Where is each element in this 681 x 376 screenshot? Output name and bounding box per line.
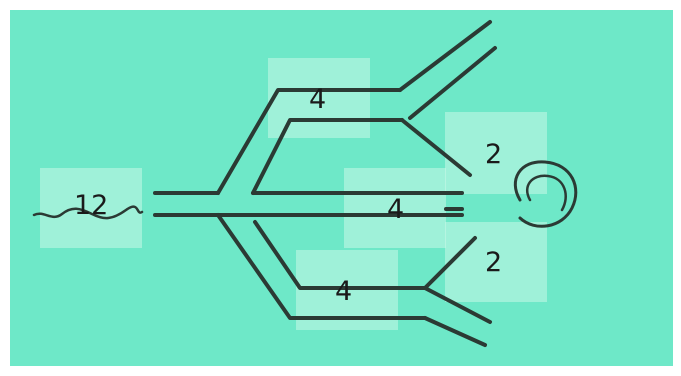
label-lower-right: 2 [485,247,503,278]
label-middle-branch: 4 [387,194,405,225]
label-upper-right: 2 [485,139,503,170]
label-inlet: 12 [74,190,109,221]
label-box-lower-right [445,222,547,302]
label-box-inlet [40,168,142,248]
label-box-middle-branch [344,168,446,248]
lower-branch-y-arm-2 [423,316,487,347]
upper-branch-inner [251,118,404,195]
label-box-upper-branch [268,58,370,138]
upper-branch-y-arm-2 [408,46,497,120]
loop-inner [525,174,567,212]
lower-branch-outer [216,213,427,320]
label-lower-branch: 4 [335,276,353,307]
upper-branch-converge [400,118,472,177]
label-upper-branch: 4 [309,84,327,115]
loop-outer [513,160,578,228]
channel-lines [32,20,578,347]
lower-branch-y-arm [423,286,492,324]
upper-branch-y-arm [398,20,492,92]
inlet-squiggle [32,205,144,220]
lower-branch-converge [423,236,477,290]
upper-branch-outer [216,88,402,195]
lower-branch-inner [253,220,427,290]
